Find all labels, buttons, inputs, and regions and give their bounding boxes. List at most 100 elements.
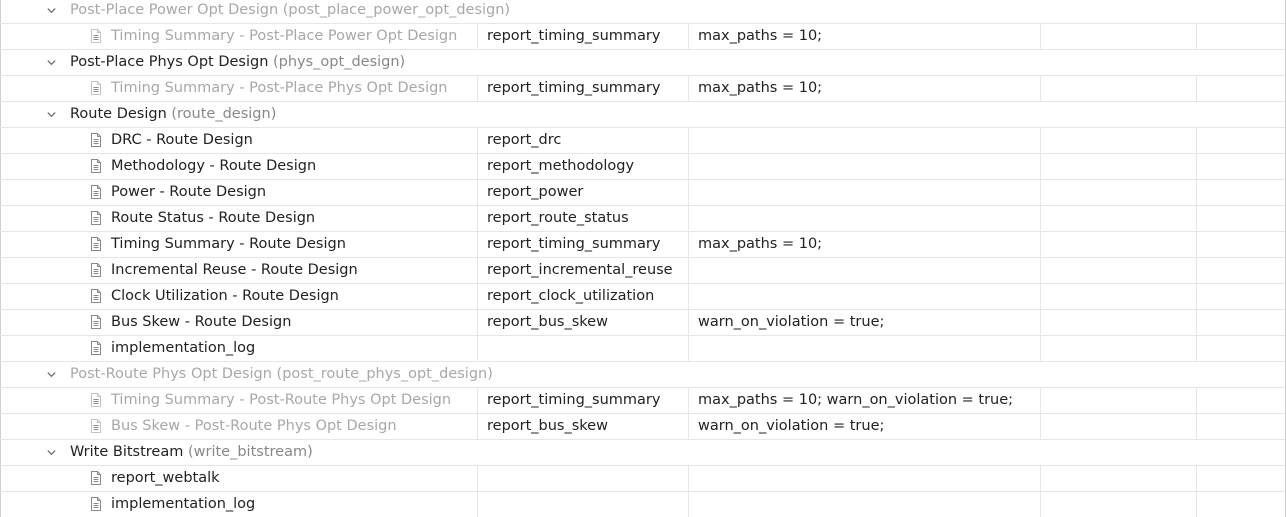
report-options-cell[interactable]: [689, 336, 1041, 361]
report-command-cell[interactable]: [478, 336, 689, 361]
group-step-id: (write_bitstream): [187, 444, 313, 460]
report-name: Clock Utilization - Route Design: [111, 288, 339, 304]
group-name-cell: Post-Route Phys Opt Design (post_route_p…: [0, 362, 1286, 387]
report-name-cell: Bus Skew - Post-Route Phys Opt Design: [0, 414, 478, 439]
report-command-cell[interactable]: report_bus_skew: [478, 310, 689, 335]
report-options-cell[interactable]: [689, 128, 1041, 153]
report-row[interactable]: Power - Route Design report_power: [0, 180, 1286, 206]
report-extra-cell-2: [1197, 310, 1286, 335]
report-row[interactable]: implementation_log: [0, 492, 1286, 517]
document-icon: [91, 185, 101, 199]
report-name: Bus Skew - Post-Route Phys Opt Design: [111, 418, 397, 434]
group-name-cell: Route Design (route_design): [0, 102, 1286, 127]
report-options-cell[interactable]: [689, 284, 1041, 309]
report-extra-cell: [1041, 258, 1197, 283]
report-command-cell[interactable]: report_bus_skew: [478, 414, 689, 439]
table-left-border: [0, 0, 1, 517]
report-extra-cell-2: [1197, 492, 1286, 517]
group-row[interactable]: Route Design (route_design): [0, 102, 1286, 128]
report-name-cell: Bus Skew - Route Design: [0, 310, 478, 335]
report-options-cell[interactable]: max_paths = 10; warn_on_violation = true…: [689, 388, 1041, 413]
report-row[interactable]: Timing Summary - Route Design report_tim…: [0, 232, 1286, 258]
report-command-cell[interactable]: [478, 492, 689, 517]
report-extra-cell-2: [1197, 232, 1286, 257]
report-command-cell[interactable]: report_route_status: [478, 206, 689, 231]
report-options-cell[interactable]: max_paths = 10;: [689, 232, 1041, 257]
document-icon: [91, 341, 101, 355]
report-extra-cell-2: [1197, 154, 1286, 179]
report-row[interactable]: report_webtalk: [0, 466, 1286, 492]
report-extra-cell-2: [1197, 284, 1286, 309]
report-row[interactable]: implementation_log: [0, 336, 1286, 362]
report-options-cell[interactable]: max_paths = 10;: [689, 24, 1041, 49]
group-row[interactable]: Post-Place Phys Opt Design (phys_opt_des…: [0, 50, 1286, 76]
report-row[interactable]: Bus Skew - Route Design report_bus_skew …: [0, 310, 1286, 336]
report-name: Power - Route Design: [111, 184, 267, 200]
chevron-down-icon[interactable]: [47, 58, 56, 67]
report-command-cell[interactable]: report_clock_utilization: [478, 284, 689, 309]
group-row[interactable]: Post-Route Phys Opt Design (post_route_p…: [0, 362, 1286, 388]
report-row[interactable]: Timing Summary - Post-Route Phys Opt Des…: [0, 388, 1286, 414]
report-command-cell[interactable]: report_timing_summary: [478, 232, 689, 257]
report-name: Timing Summary - Route Design: [111, 236, 346, 252]
report-name-cell: implementation_log: [0, 336, 478, 361]
report-extra-cell-2: [1197, 24, 1286, 49]
document-icon: [91, 315, 101, 329]
report-extra-cell-2: [1197, 180, 1286, 205]
group-step-id: (phys_opt_design): [273, 54, 406, 70]
chevron-down-icon[interactable]: [47, 448, 56, 457]
report-name-cell: Timing Summary - Post-Place Phys Opt Des…: [0, 76, 478, 101]
report-command-cell[interactable]: report_power: [478, 180, 689, 205]
report-options-cell[interactable]: [689, 154, 1041, 179]
report-extra-cell: [1041, 180, 1197, 205]
chevron-down-icon[interactable]: [47, 370, 56, 379]
report-name-cell: Route Status - Route Design: [0, 206, 478, 231]
report-extra-cell-2: [1197, 388, 1286, 413]
report-command-cell[interactable]: report_incremental_reuse: [478, 258, 689, 283]
document-icon: [91, 211, 101, 225]
report-options-cell[interactable]: warn_on_violation = true;: [689, 310, 1041, 335]
chevron-down-icon[interactable]: [47, 110, 56, 119]
report-row[interactable]: Bus Skew - Post-Route Phys Opt Design re…: [0, 414, 1286, 440]
report-extra-cell: [1041, 232, 1197, 257]
report-command-cell[interactable]: report_timing_summary: [478, 388, 689, 413]
document-icon: [91, 419, 101, 433]
report-command-cell[interactable]: report_timing_summary: [478, 24, 689, 49]
document-icon: [91, 263, 101, 277]
report-command-cell[interactable]: report_drc: [478, 128, 689, 153]
report-options-cell[interactable]: [689, 258, 1041, 283]
group-name-cell: Post-Place Phys Opt Design (phys_opt_des…: [0, 50, 1286, 75]
report-options-cell[interactable]: [689, 492, 1041, 517]
report-row[interactable]: DRC - Route Design report_drc: [0, 128, 1286, 154]
group-name: Write Bitstream: [70, 444, 184, 460]
report-name-cell: implementation_log: [0, 492, 478, 517]
report-command-cell[interactable]: report_timing_summary: [478, 76, 689, 101]
report-options-cell[interactable]: max_paths = 10;: [689, 76, 1041, 101]
report-name-cell: DRC - Route Design: [0, 128, 478, 153]
report-command-cell[interactable]: report_methodology: [478, 154, 689, 179]
report-extra-cell-2: [1197, 206, 1286, 231]
report-row[interactable]: Methodology - Route Design report_method…: [0, 154, 1286, 180]
report-row[interactable]: Clock Utilization - Route Design report_…: [0, 284, 1286, 310]
group-row[interactable]: Write Bitstream (write_bitstream): [0, 440, 1286, 466]
group-step-id: (route_design): [171, 106, 277, 122]
report-extra-cell: [1041, 76, 1197, 101]
report-row[interactable]: Timing Summary - Post-Place Power Opt De…: [0, 24, 1286, 50]
report-row[interactable]: Route Status - Route Design report_route…: [0, 206, 1286, 232]
report-row[interactable]: Incremental Reuse - Route Design report_…: [0, 258, 1286, 284]
report-extra-cell: [1041, 206, 1197, 231]
report-name: Methodology - Route Design: [111, 158, 317, 174]
report-options-cell[interactable]: warn_on_violation = true;: [689, 414, 1041, 439]
report-name-cell: report_webtalk: [0, 466, 478, 491]
report-extra-cell: [1041, 336, 1197, 361]
report-options-cell[interactable]: [689, 206, 1041, 231]
document-icon: [91, 237, 101, 251]
report-command-cell[interactable]: [478, 466, 689, 491]
report-options-cell[interactable]: [689, 466, 1041, 491]
report-options-cell[interactable]: [689, 180, 1041, 205]
report-row[interactable]: Timing Summary - Post-Place Phys Opt Des…: [0, 76, 1286, 102]
chevron-down-icon[interactable]: [47, 6, 56, 15]
report-name-cell: Power - Route Design: [0, 180, 478, 205]
group-row[interactable]: Post-Place Power Opt Design (post_place_…: [0, 0, 1286, 24]
